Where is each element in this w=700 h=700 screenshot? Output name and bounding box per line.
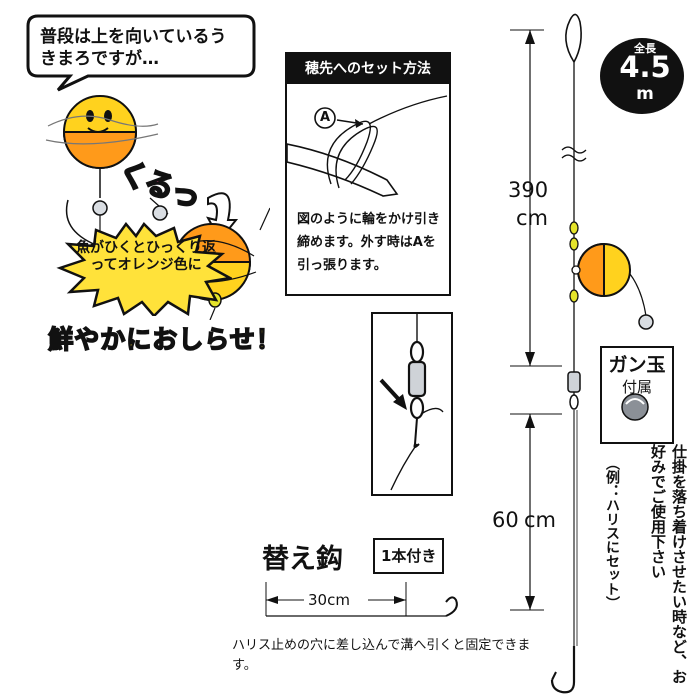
split-shot-subtitle: 付属 bbox=[621, 378, 652, 396]
spare-hook-diagram bbox=[265, 582, 458, 617]
spare-hook-length-unit: cm bbox=[327, 591, 350, 609]
banner-text: 鮮やかにおしらせ！ bbox=[47, 324, 282, 355]
spare-hook-length: 30cm bbox=[308, 591, 350, 609]
split-shot-icon bbox=[621, 393, 649, 421]
total-length-badge bbox=[600, 38, 684, 114]
dimension-lower-line bbox=[510, 413, 562, 611]
split-shot-title: ガン玉 bbox=[608, 354, 666, 376]
usage-example: （例：ハリスにセット） bbox=[604, 456, 620, 610]
tip-setup-description: 図のように輪をかけ引き締めます。外す時はAを引っ張ります。 bbox=[297, 212, 441, 273]
spare-hook-title: 替え鈎 bbox=[262, 544, 343, 575]
float-upright bbox=[45, 95, 159, 246]
usage-note: 仕掛を落ち着けさせたい時など、お好みでご使用下さい bbox=[649, 444, 688, 684]
upper-length-unit: cm bbox=[516, 206, 549, 230]
total-length-unit: m bbox=[636, 84, 654, 104]
spiky-callout bbox=[56, 222, 232, 316]
swivel-diagram bbox=[379, 314, 444, 491]
lower-length-unit: cm bbox=[524, 508, 557, 532]
spare-hook-length-value: 30 bbox=[308, 591, 328, 609]
lower-length-value: 60 bbox=[492, 508, 519, 532]
rod-tip-diagram bbox=[287, 95, 448, 197]
spare-hook-note: ハリス止めの穴に差し込んで溝へ引くと固定できます。 bbox=[232, 638, 531, 673]
float-on-rig bbox=[571, 242, 654, 330]
total-length-value: 4.5 bbox=[619, 50, 671, 84]
rig-diagram bbox=[510, 13, 655, 694]
spare-hook-count: 1本付き bbox=[373, 538, 445, 574]
marker-a-label: A bbox=[319, 110, 331, 125]
bubble-text: 普段は上を向いているうきまろですが… bbox=[40, 27, 227, 69]
swivel-detail-panel bbox=[371, 312, 453, 496]
upper-length-value: 390 bbox=[508, 178, 549, 202]
speech-bubble bbox=[26, 14, 256, 92]
tip-setup-panel: 穂先へのセット方法 A 図のように輪をかけ引き締めます。外す時はAを引っ張ります… bbox=[285, 52, 451, 296]
total-length-label: 全長 bbox=[634, 42, 656, 55]
callout-text: 魚がひくとひっくり返ってオレンジ色に bbox=[76, 240, 216, 273]
dimension-upper-line bbox=[510, 29, 562, 367]
tip-setup-title: 穂先へのセット方法 bbox=[287, 54, 449, 84]
